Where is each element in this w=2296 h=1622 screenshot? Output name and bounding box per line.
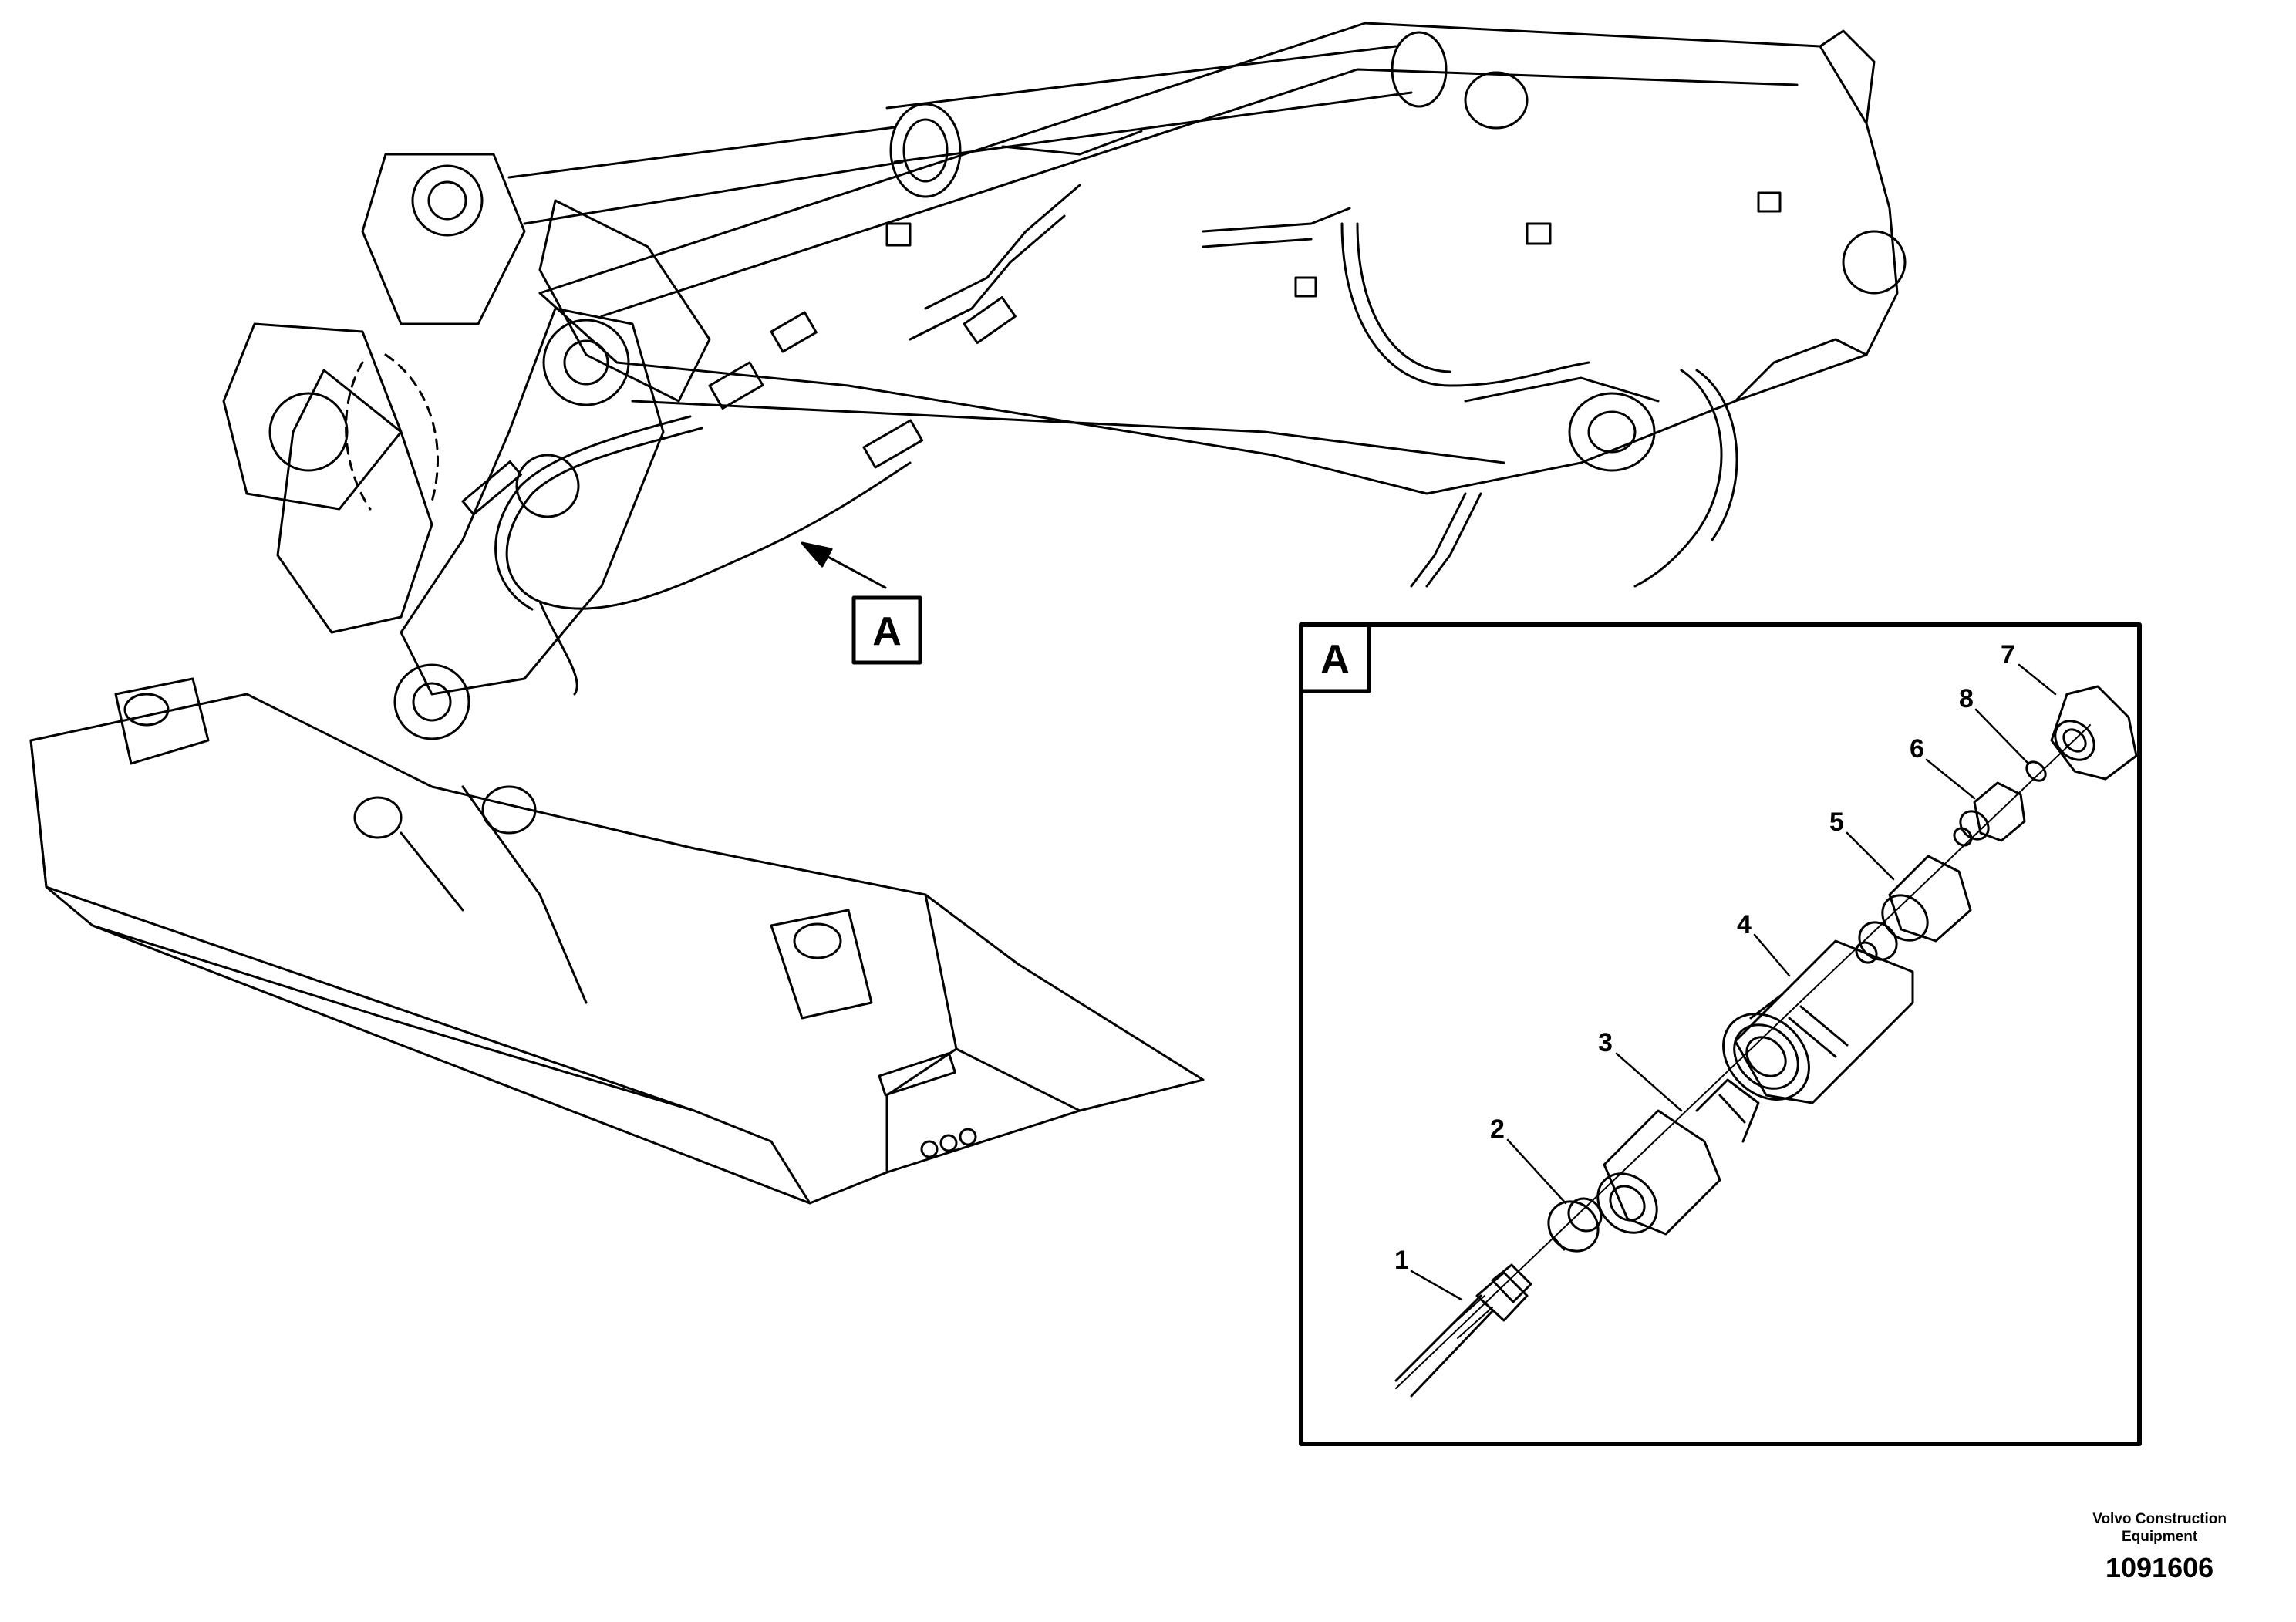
overview-illustration: A <box>29 22 1907 1205</box>
item-number-2: 2 <box>1490 1114 1505 1144</box>
detail-frame <box>1299 622 2142 1446</box>
hose-assembly <box>494 130 1738 696</box>
leader-lines <box>1410 663 2057 1301</box>
arm-body <box>538 22 1907 495</box>
part-adapter <box>1855 855 1972 964</box>
part-nipple <box>1953 781 2026 847</box>
bucket <box>29 460 1205 1205</box>
part-dust-cap <box>2050 685 2138 781</box>
detail-label-box <box>1299 622 1371 693</box>
item-number-5: 5 <box>1829 808 1844 837</box>
item-number-7: 7 <box>2001 640 2015 669</box>
part-hose <box>1394 1263 1532 1398</box>
detail-view: A <box>1299 622 2142 1446</box>
item-number-3: 3 <box>1598 1028 1613 1057</box>
callout-arrowhead <box>801 541 833 568</box>
item-numbers: 1 2 3 4 5 6 8 7 <box>1394 640 2015 1275</box>
title-block: Volvo Construction Equipment 1091606 <box>2092 1510 2227 1584</box>
linkage <box>222 153 711 740</box>
callout-box <box>851 595 922 665</box>
drawing-number: 1091606 <box>2106 1552 2214 1583</box>
company-name-line1: Volvo Construction <box>2092 1511 2227 1527</box>
part-nut <box>1547 1197 1603 1253</box>
company-name-line2: Equipment <box>2122 1529 2198 1545</box>
part-quick-coupling-female <box>1722 939 1914 1104</box>
callout-label: A <box>872 609 902 654</box>
detail-label: A <box>1320 637 1350 682</box>
item-number-8: 8 <box>1959 684 1974 713</box>
item-number-6: 6 <box>1910 734 1924 764</box>
part-coupling-male <box>1596 1078 1760 1236</box>
hydraulic-cylinder <box>507 31 1448 225</box>
item-number-4: 4 <box>1737 910 1752 939</box>
item-number-1: 1 <box>1394 1246 1409 1275</box>
